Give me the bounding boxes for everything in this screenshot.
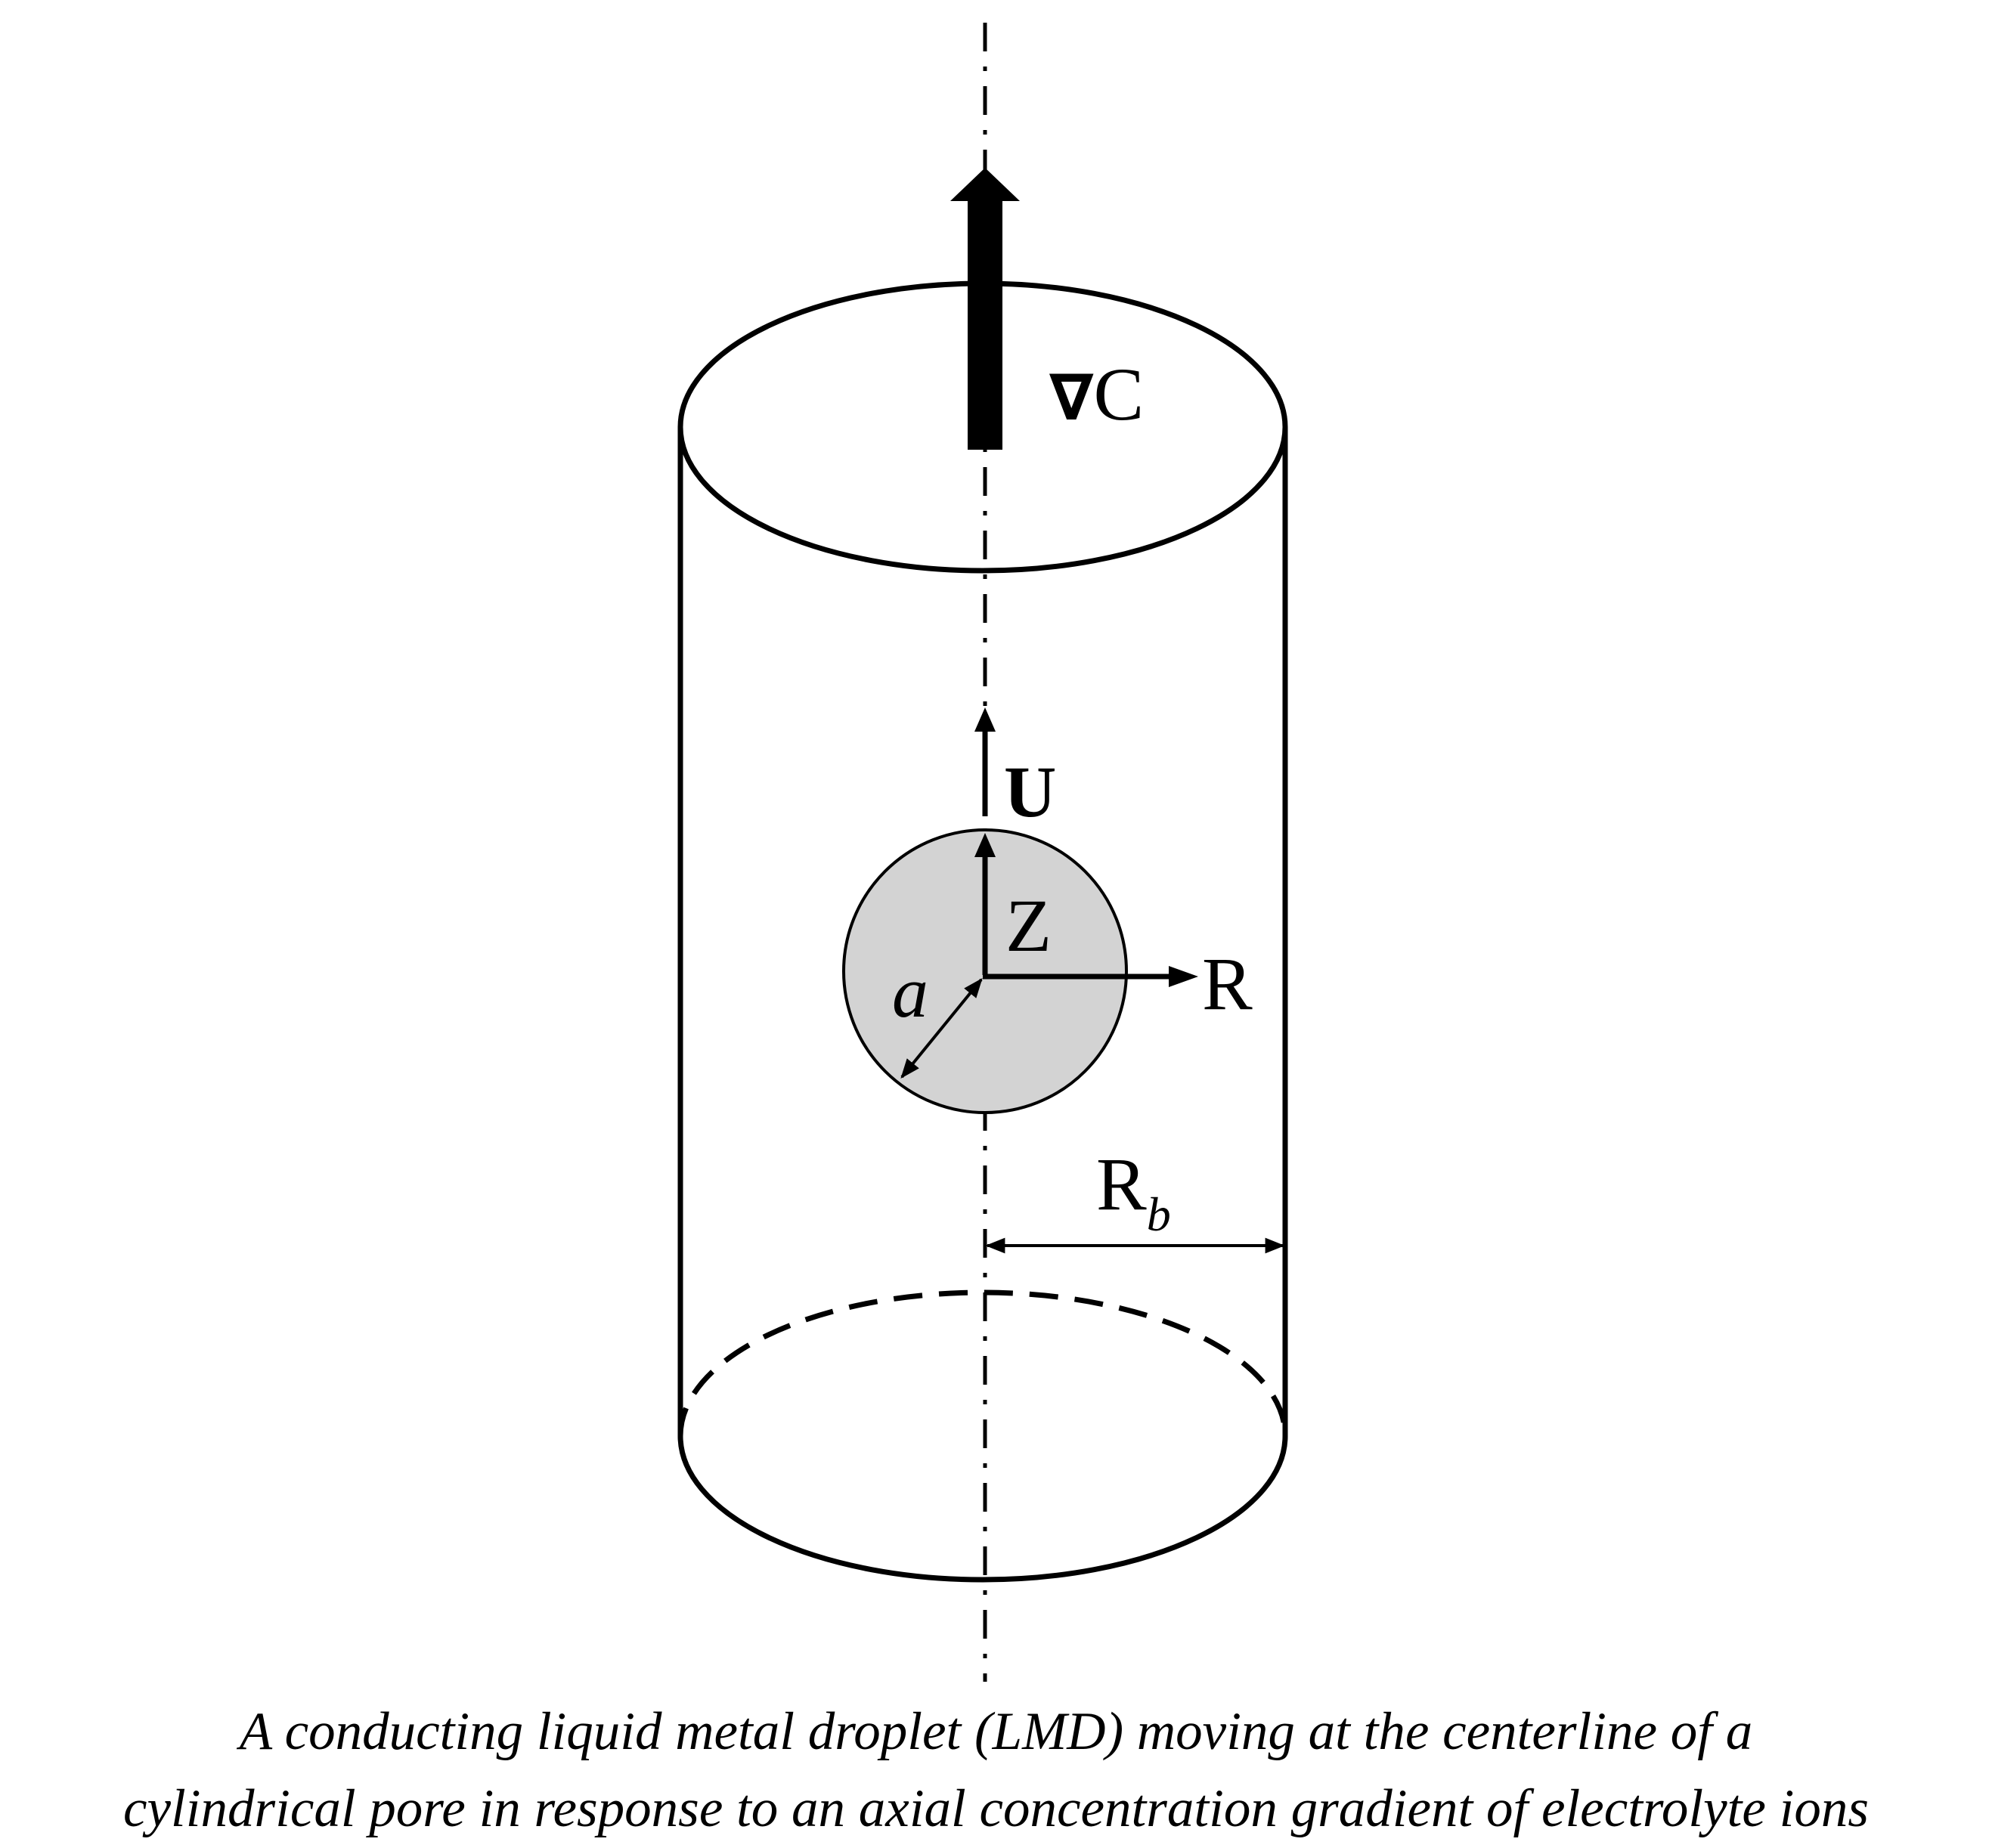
pore-radius-main: R — [1096, 1142, 1147, 1226]
droplet-radius-arrow — [900, 977, 983, 1079]
figure-caption: A conducting liquid metal droplet (LMD) … — [0, 1693, 1992, 1847]
velocity-arrow — [974, 707, 996, 816]
gradient-letter: C — [1094, 352, 1145, 436]
pore-bottom-front-arc — [677, 1435, 1288, 1583]
pore-radius-label: Rb — [1096, 1142, 1171, 1241]
droplet-radius-label: a — [892, 952, 928, 1032]
z-axis-label: Z — [1005, 884, 1052, 967]
concentration-gradient-arrow — [950, 168, 1020, 450]
r-axis-label: R — [1202, 942, 1253, 1026]
pore-bottom-back-arc — [677, 1289, 1288, 1437]
caption-line-1: A conducting liquid metal droplet (LMD) … — [239, 1702, 1753, 1761]
z-axis-arrow — [974, 833, 996, 975]
gradient-label: ∇C — [1049, 352, 1144, 436]
nabla-symbol: ∇ — [1049, 361, 1094, 435]
r-axis-arrow — [983, 966, 1198, 987]
velocity-label: U — [1004, 751, 1056, 832]
pore-radius-subscript: b — [1147, 1187, 1171, 1241]
caption-line-2: cylindrical pore in response to an axial… — [122, 1779, 1870, 1838]
